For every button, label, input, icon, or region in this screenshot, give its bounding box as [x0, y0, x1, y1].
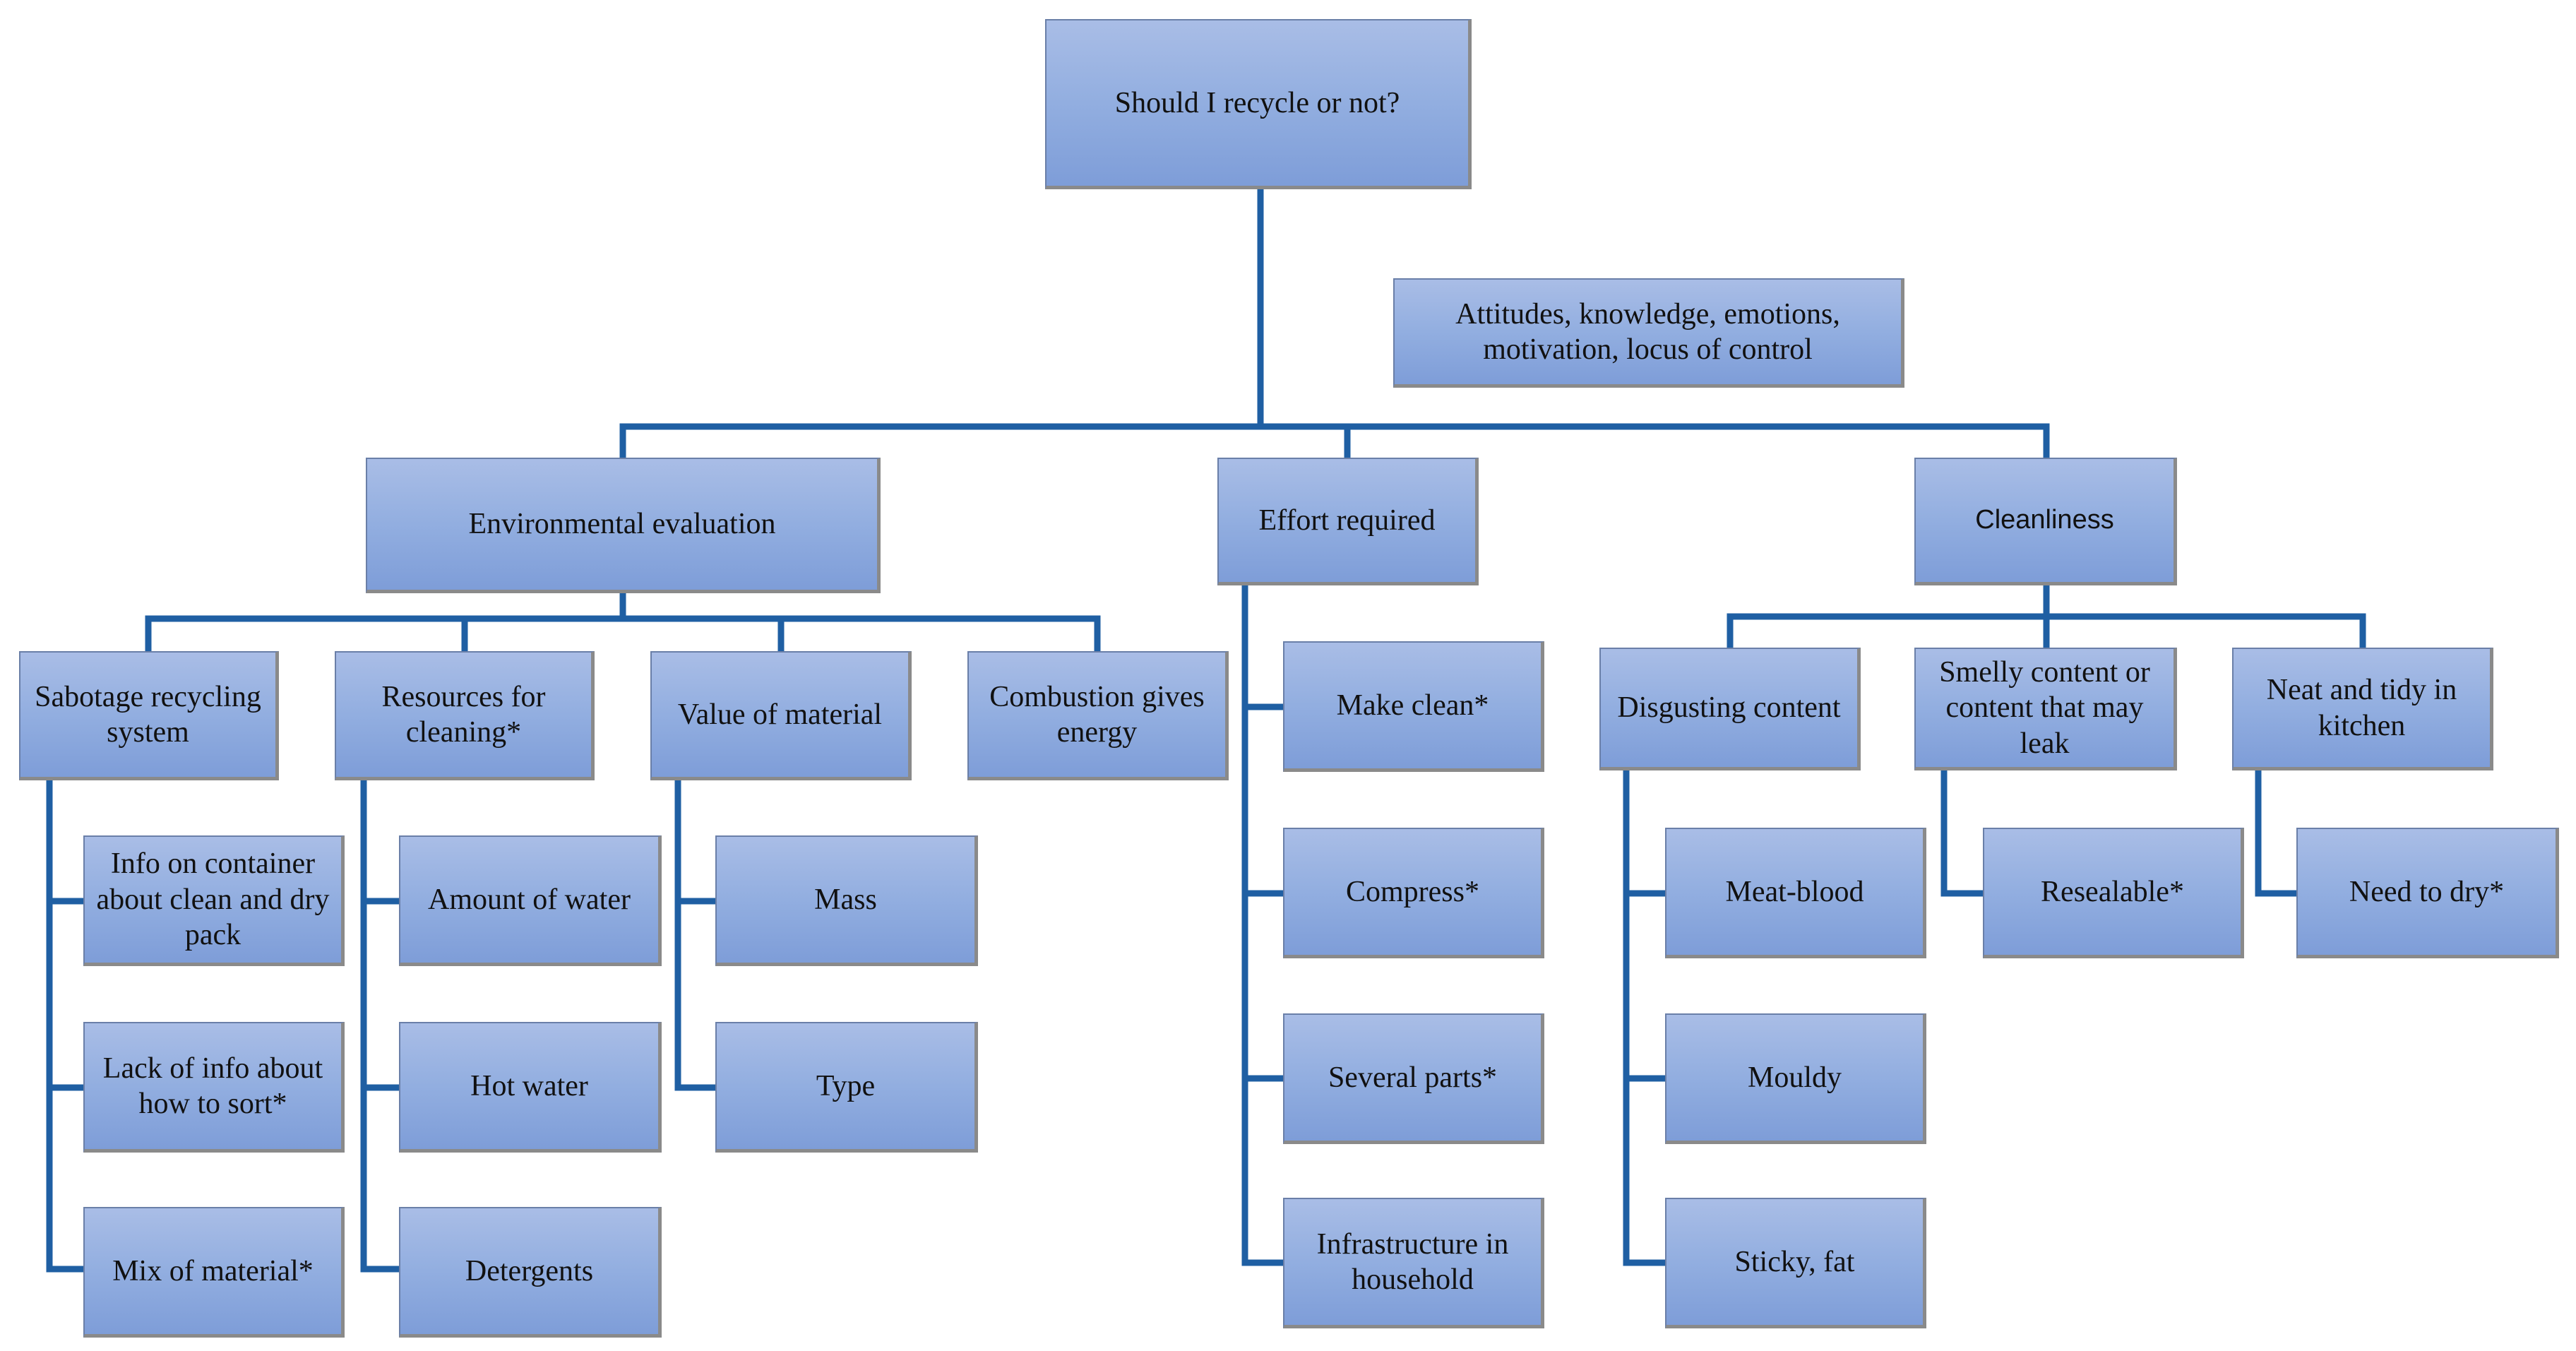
- combustion-gives-energy-node: Combustion gives energy: [967, 651, 1229, 780]
- connector-clean-bus: [1727, 582, 2366, 651]
- connector-value-items: [674, 777, 719, 1091]
- disgusting-item: Sticky, fat: [1665, 1198, 1926, 1328]
- neat-item: Need to dry*: [2296, 828, 2559, 958]
- effort-item: Make clean*: [1283, 641, 1544, 772]
- connector-effort-items: [1241, 582, 1287, 1266]
- connector-resources-items: [360, 777, 402, 1273]
- connector-disgusting-items: [1623, 767, 1669, 1266]
- smelly-content-node: Smelly content or content that may leak: [1914, 648, 2177, 770]
- effort-item: Infrastructure in household: [1283, 1198, 1544, 1328]
- resources-item: Detergents: [399, 1207, 662, 1338]
- connector-smelly-items: [1940, 767, 1986, 897]
- disgusting-content-node: Disgusting content: [1599, 648, 1861, 770]
- value-of-material-node: Value of material: [650, 651, 912, 780]
- sabotage-item: Lack of info about how to sort*: [83, 1022, 345, 1153]
- smelly-item: Resealable*: [1983, 828, 2244, 958]
- sabotage-recycling-node: Sabotage recycling system: [19, 651, 279, 780]
- connector-env-bus: [145, 590, 1101, 655]
- environmental-evaluation-node: Environmental evaluation: [366, 458, 881, 593]
- value-item: Type: [715, 1022, 978, 1153]
- neat-and-tidy-node: Neat and tidy in kitchen: [2232, 648, 2493, 770]
- effort-item: Several parts*: [1283, 1013, 1544, 1144]
- sabotage-item: Info on container about clean and dry pa…: [83, 835, 345, 966]
- effort-required-node: Effort required: [1217, 458, 1479, 585]
- factors-node: Attitudes, knowledge, emotions, motivati…: [1393, 278, 1904, 388]
- effort-item: Compress*: [1283, 828, 1544, 958]
- disgusting-item: Meat-blood: [1665, 828, 1926, 958]
- root-node: Should I recycle or not?: [1045, 19, 1472, 189]
- disgusting-item: Mouldy: [1665, 1013, 1926, 1144]
- connector-neat-items: [2255, 767, 2300, 897]
- connector-sabotage-items: [46, 777, 87, 1273]
- resources-item: Amount of water: [399, 835, 662, 966]
- resources-for-cleaning-node: Resources for cleaning*: [335, 651, 595, 780]
- sabotage-item: Mix of material*: [83, 1207, 345, 1338]
- value-item: Mass: [715, 835, 978, 966]
- resources-item: Hot water: [399, 1022, 662, 1153]
- cleanliness-node: Cleanliness: [1914, 458, 2177, 585]
